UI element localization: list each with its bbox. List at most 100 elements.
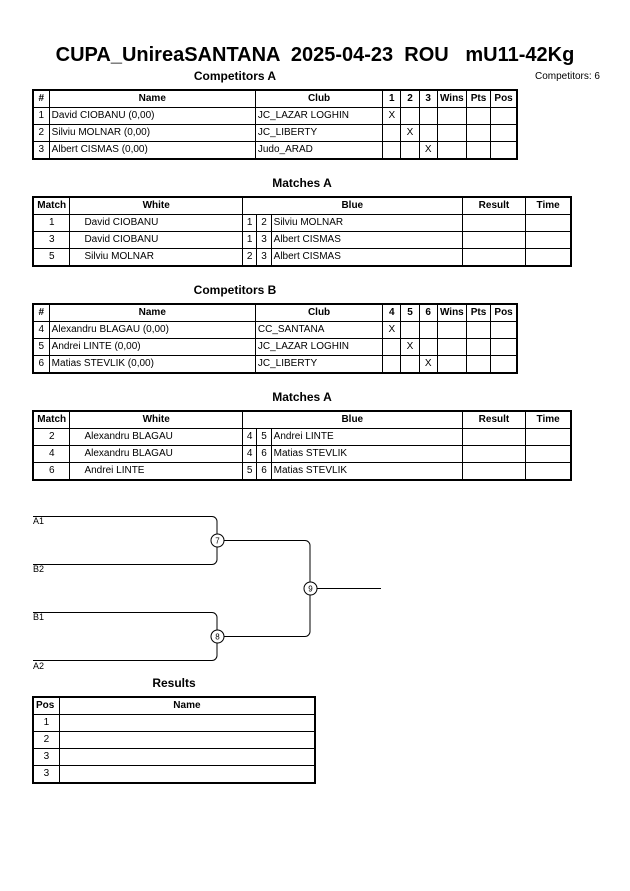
matches-b-table: Match White Blue Result Time 2 Alexandru… xyxy=(32,410,572,481)
blue-number: 5 xyxy=(256,428,272,446)
col-header: 5 xyxy=(400,303,420,322)
competitor-club: CC_SANTANA xyxy=(254,321,384,339)
col-header: Blue xyxy=(241,410,463,429)
wins-cell xyxy=(436,107,467,125)
col-header: 3 xyxy=(418,89,438,108)
col-header: Name xyxy=(48,303,256,322)
col-header: Result xyxy=(461,410,527,429)
table-row: 6 Matias STEVLIK (0,00) JC_LIBERTY X xyxy=(32,355,518,374)
blue-name: Albert CISMAS xyxy=(270,231,463,249)
result-cell xyxy=(461,231,527,249)
competitor-number: 1 xyxy=(32,107,50,125)
match-circle-7 xyxy=(210,533,225,548)
result-name xyxy=(58,731,316,749)
bracket-line-8-to-9 xyxy=(224,595,311,637)
col-header: Match xyxy=(32,410,71,429)
match-number: 5 xyxy=(32,248,71,267)
pos-cell xyxy=(490,107,518,125)
white-number: 5 xyxy=(241,462,258,481)
result-name xyxy=(58,714,316,732)
matches-a-header-row: Match White Blue Result Time xyxy=(32,196,572,215)
col-header: Match xyxy=(32,196,71,215)
score-cell: X xyxy=(400,124,420,142)
col-header: # xyxy=(32,89,50,108)
table-row: 1 David CIOBANU 1 2 Silviu MOLNAR xyxy=(32,214,572,232)
match-number: 2 xyxy=(32,428,71,446)
col-header: Time xyxy=(525,196,572,215)
pts-cell xyxy=(465,338,492,356)
bracket-line-b1 xyxy=(33,612,218,631)
competitor-name: Silviu MOLNAR (0,00) xyxy=(48,124,256,142)
bracket-line-a2 xyxy=(33,643,218,661)
score-cell: X xyxy=(418,141,438,160)
results-title: Results xyxy=(152,676,196,690)
col-header: Club xyxy=(254,89,384,108)
table-row: 5 Silviu MOLNAR 2 3 Albert CISMAS xyxy=(32,248,572,267)
pos-cell xyxy=(490,321,518,339)
score-cell xyxy=(418,338,438,356)
competitor-number: 5 xyxy=(32,338,50,356)
table-row: 2 Silviu MOLNAR (0,00) JC_LIBERTY X xyxy=(32,124,518,142)
competitor-name: Alexandru BLAGAU (0,00) xyxy=(48,321,256,339)
results-header-row: Pos Name xyxy=(32,696,316,715)
competitor-number: 6 xyxy=(32,355,50,374)
blue-number: 6 xyxy=(256,462,272,481)
bracket-label-a2: A2 xyxy=(33,661,44,671)
table-row: 4 Alexandru BLAGAU 4 6 Matias STEVLIK xyxy=(32,445,572,463)
col-header: White xyxy=(69,196,243,215)
score-cell xyxy=(382,141,402,160)
score-cell: X xyxy=(418,355,438,374)
blue-name: Andrei LINTE xyxy=(270,428,463,446)
score-cell xyxy=(400,355,420,374)
pool-a-header-row: # Name Club 1 2 3 Wins Pts Pos xyxy=(32,89,518,108)
wins-cell xyxy=(436,124,467,142)
score-cell xyxy=(418,321,438,339)
pos-cell xyxy=(490,124,518,142)
col-header: Pos xyxy=(490,303,518,322)
score-cell xyxy=(382,338,402,356)
white-name: David CIOBANU xyxy=(69,231,243,249)
col-header: Wins xyxy=(436,89,467,108)
blue-number: 6 xyxy=(256,445,272,463)
score-cell xyxy=(400,321,420,339)
white-name: Silviu MOLNAR xyxy=(69,248,243,267)
white-number: 4 xyxy=(241,445,258,463)
col-header: Name xyxy=(48,89,256,108)
competitor-number: 3 xyxy=(32,141,50,160)
blue-name: Matias STEVLIK xyxy=(270,462,463,481)
col-header: Result xyxy=(461,196,527,215)
pool-a-table: # Name Club 1 2 3 Wins Pts Pos 1 David C… xyxy=(32,89,518,160)
col-header: Name xyxy=(58,696,316,715)
col-header: 2 xyxy=(400,89,420,108)
white-number: 2 xyxy=(241,248,258,267)
pos-cell xyxy=(490,141,518,160)
white-name: Alexandru BLAGAU xyxy=(69,445,243,463)
table-row: 3 Albert CISMAS (0,00) Judo_ARAD X xyxy=(32,141,518,160)
result-cell xyxy=(461,428,527,446)
col-header: Wins xyxy=(436,303,467,322)
score-cell: X xyxy=(382,107,402,125)
pts-cell xyxy=(465,107,492,125)
competitor-club: JC_LAZAR LOGHIN xyxy=(254,107,384,125)
col-header: Pos xyxy=(32,696,60,715)
competitor-club: Judo_ARAD xyxy=(254,141,384,160)
matches-a-table: Match White Blue Result Time 1 David CIO… xyxy=(32,196,572,267)
competitor-name: Albert CISMAS (0,00) xyxy=(48,141,256,160)
white-number: 4 xyxy=(241,428,258,446)
blue-number: 3 xyxy=(256,248,272,267)
table-row: 4 Alexandru BLAGAU (0,00) CC_SANTANA X xyxy=(32,321,518,339)
table-row: 3 David CIOBANU 1 3 Albert CISMAS xyxy=(32,231,572,249)
pool-b-header-row: # Name Club 4 5 6 Wins Pts Pos xyxy=(32,303,518,322)
matches-b-title: Matches A xyxy=(272,390,332,404)
bracket-line-7-to-9 xyxy=(224,540,311,582)
score-cell: X xyxy=(382,321,402,339)
col-header: Time xyxy=(525,410,572,429)
white-name: Andrei LINTE xyxy=(69,462,243,481)
pts-cell xyxy=(465,355,492,374)
col-header: 4 xyxy=(382,303,402,322)
col-header: Blue xyxy=(241,196,463,215)
pos-cell xyxy=(490,355,518,374)
col-header: 1 xyxy=(382,89,402,108)
competitor-name: David CIOBANU (0,00) xyxy=(48,107,256,125)
col-header: White xyxy=(69,410,243,429)
